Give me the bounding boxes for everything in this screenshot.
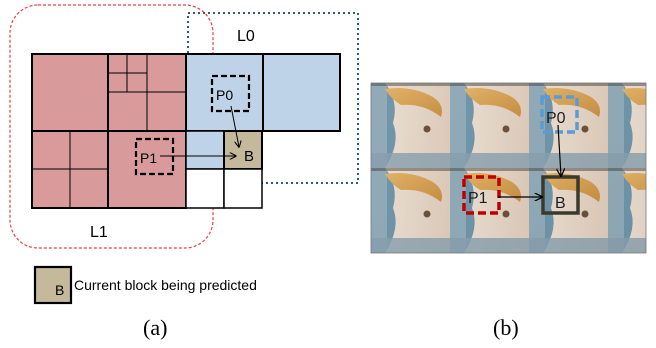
list0-blocks — [185, 53, 341, 132]
empty-blocks — [185, 168, 263, 209]
panel-a: L0 L1 P0 P1 B (a) — [9, 4, 359, 340]
list1-label: L1 — [90, 224, 108, 241]
legend: B Current block being predicted — [33, 265, 257, 305]
list1-subdivisions — [32, 54, 186, 208]
caption-b: (b) — [493, 315, 519, 340]
photo-p1-box — [462, 175, 501, 215]
list1-blocks — [31, 53, 187, 209]
caption-a: (a) — [143, 315, 167, 340]
photo-block-label: B — [555, 195, 566, 212]
photo-p1-label: P1 — [468, 190, 488, 207]
photo-p0-box — [540, 95, 579, 134]
legend-swatch — [33, 265, 73, 305]
list0-small-block — [185, 130, 225, 170]
list0-label: L0 — [237, 28, 255, 45]
p0-arrow — [230, 105, 239, 147]
block-label: B — [244, 148, 254, 165]
current-block — [223, 130, 263, 170]
p1-label: P1 — [140, 150, 157, 166]
legend-swatch-label: B — [55, 282, 64, 298]
list1-region — [9, 4, 214, 249]
p0-predictor-box — [210, 74, 251, 113]
photo-grid — [370, 82, 647, 254]
photo-p0-label: P0 — [546, 110, 566, 127]
legend-text: Current block being predicted — [74, 277, 257, 293]
panel-b: P0 P1 B (b) — [370, 82, 647, 340]
p0-label: P0 — [216, 87, 233, 103]
photo-p0-arrow — [558, 124, 561, 176]
